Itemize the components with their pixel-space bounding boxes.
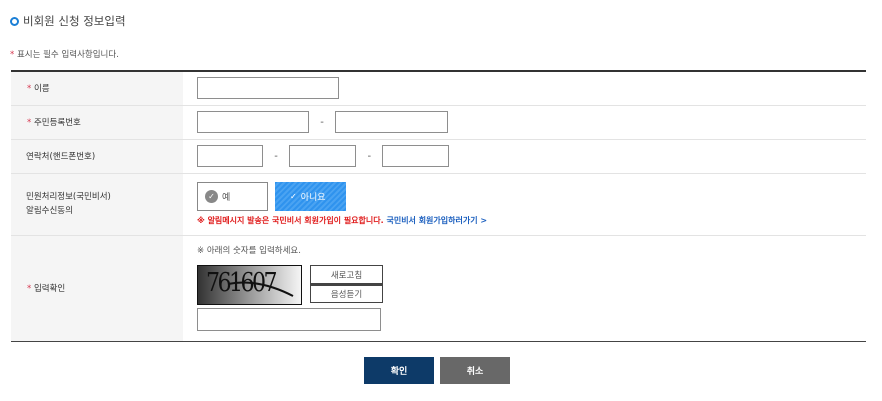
row-resident-number: * 주민등록번호 - <box>11 105 866 140</box>
phone-first-input[interactable] <box>197 145 263 167</box>
confirm-button[interactable]: 확인 <box>364 357 434 384</box>
row-captcha: * 입력확인 ※ 아래의 숫자를 입력하세요. 761607 새로고침 음성듣기 <box>11 235 866 341</box>
section-title-text: 비회원 신청 정보입력 <box>23 14 126 28</box>
captcha-noise-line <box>227 281 294 297</box>
label-captcha: * 입력확인 <box>11 235 183 341</box>
required-note: * 표시는 필수 입력사항입니다. <box>10 48 119 60</box>
check-icon: ✓ <box>290 192 297 201</box>
required-star-icon: * <box>27 118 32 128</box>
consent-no-button[interactable]: ✓ 아니요 <box>275 182 346 211</box>
captcha-refresh-button[interactable]: 새로고침 <box>310 265 383 284</box>
circle-bullet-icon <box>10 16 19 26</box>
section-title: 비회원 신청 정보입력 <box>10 13 126 29</box>
signup-link[interactable]: 국민비서 회원가입하러가기 > <box>386 216 488 225</box>
separator: - <box>367 150 372 162</box>
captcha-help-text: ※ 아래의 숫자를 입력하세요. <box>197 246 301 256</box>
membership-notice: ※ 알림메시지 발송은 국민비서 회원가입이 필요합니다. 국민비서 회원가입하… <box>197 216 488 225</box>
resident-number-second-input[interactable] <box>335 111 449 133</box>
label-resident-number: * 주민등록번호 <box>11 105 183 140</box>
consent-yes-button[interactable]: ✓ 예 <box>197 182 268 211</box>
name-input[interactable] <box>197 77 339 100</box>
label-name: * 이름 <box>11 71 183 106</box>
row-phone: 연락처(핸드폰번호) - - <box>11 139 866 174</box>
required-note-text: 표시는 필수 입력사항입니다. <box>16 50 119 60</box>
label-notification-consent: 민원처리정보(국민비서) 알림수신동의 <box>11 173 183 236</box>
cancel-button[interactable]: 취소 <box>440 357 510 384</box>
label-phone: 연락처(핸드폰번호) <box>11 139 183 174</box>
required-star-icon: * <box>27 284 32 294</box>
application-form-table: * 이름 * 주민등록번호 - 연락처(핸드폰번호) - - 민 <box>11 70 866 342</box>
captcha-image: 761607 <box>197 265 302 305</box>
required-star-icon: * <box>10 50 15 60</box>
required-star-icon: * <box>27 84 32 95</box>
separator: - <box>274 150 278 162</box>
row-notification-consent: 민원처리정보(국민비서) 알림수신동의 ✓ 예 ✓ 아니요 ※ 알림메시지 발송… <box>11 173 866 236</box>
resident-number-first-input[interactable] <box>197 111 309 133</box>
row-name: * 이름 <box>11 71 866 106</box>
captcha-audio-button[interactable]: 음성듣기 <box>310 284 383 303</box>
captcha-input[interactable] <box>197 308 381 331</box>
phone-last-input[interactable] <box>382 145 450 167</box>
form-actions: 확인 취소 <box>364 357 510 384</box>
phone-middle-input[interactable] <box>289 145 357 167</box>
consent-options: ✓ 예 ✓ 아니요 <box>197 182 866 211</box>
check-circle-icon: ✓ <box>205 190 218 203</box>
separator: - <box>320 116 324 128</box>
